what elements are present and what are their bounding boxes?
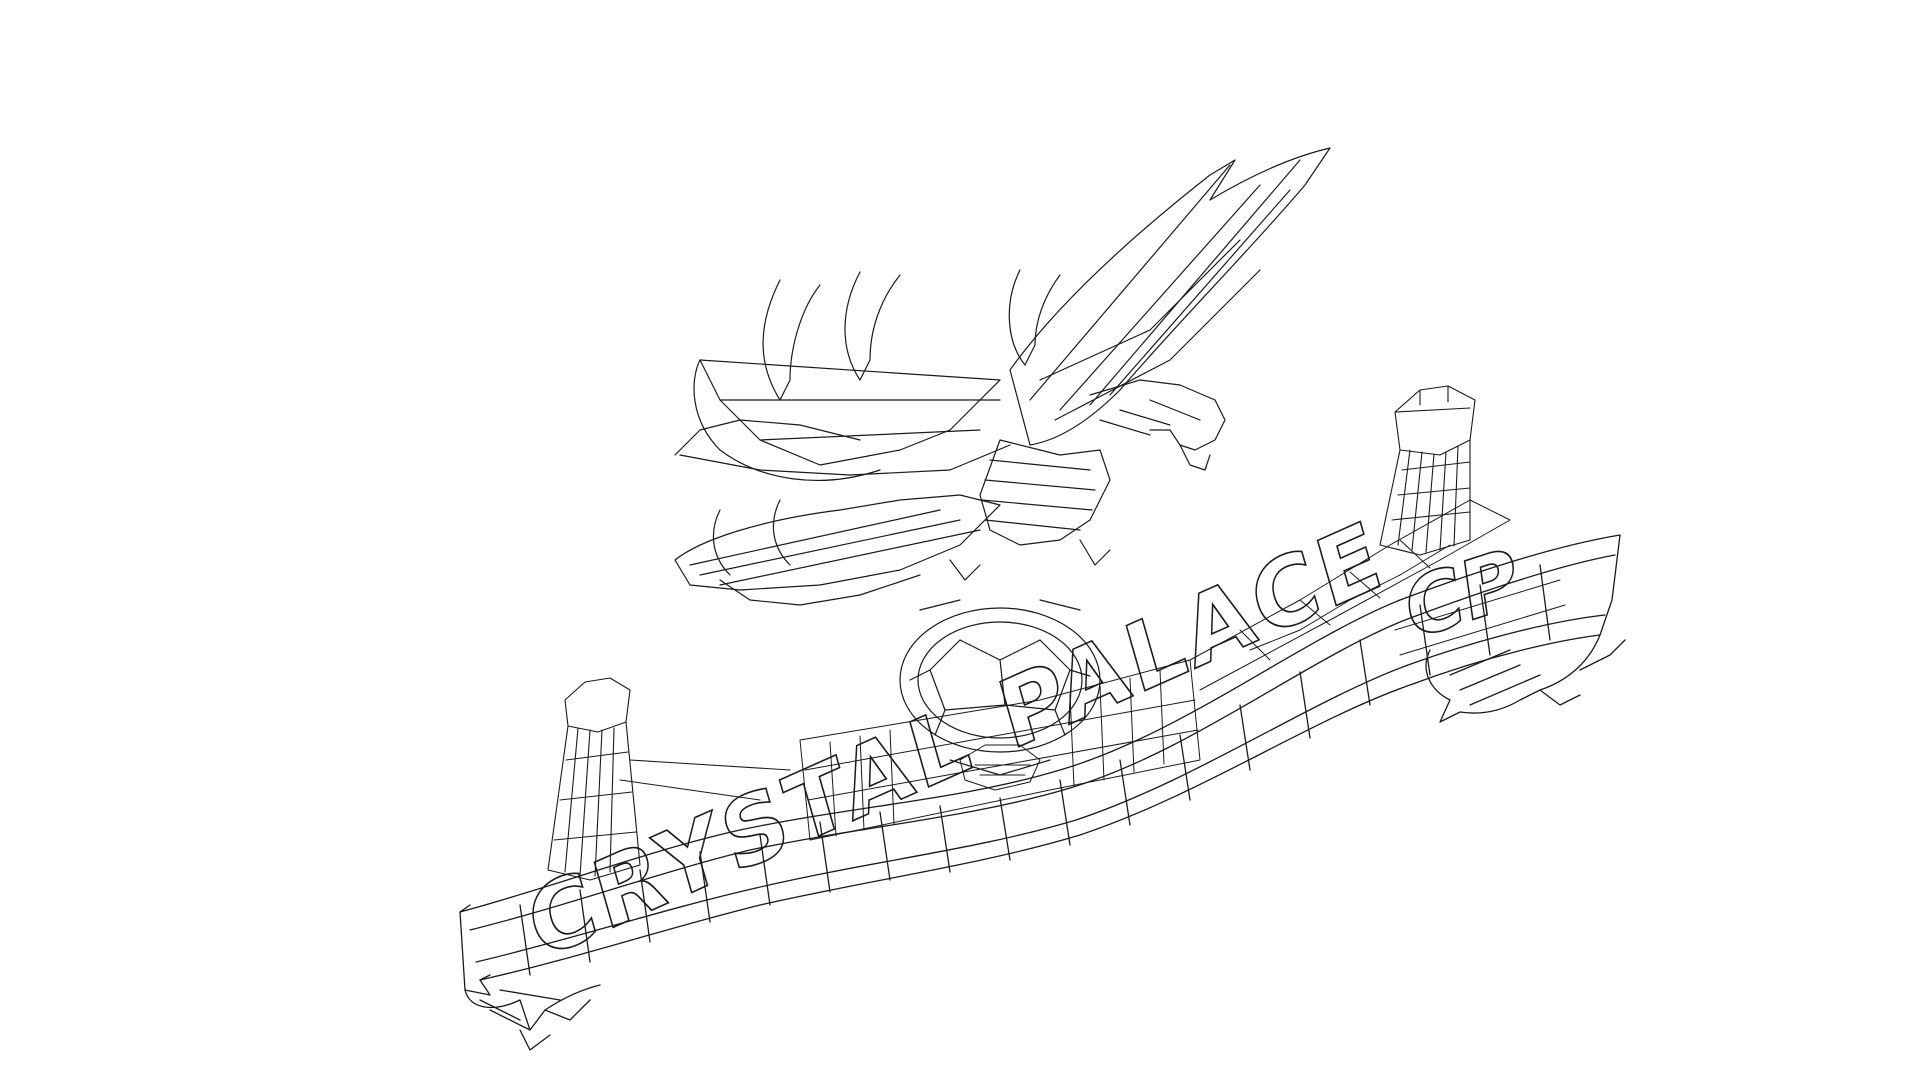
banner-text: CRYSTAL PALACE (516, 499, 1395, 982)
eagle-icon (674, 147, 1331, 606)
monogram-text: CP (1400, 530, 1525, 660)
banner-lettering: CRYSTAL PALACE (515, 498, 1396, 982)
monogram-emblem: CP (1394, 529, 1566, 661)
right-tower-icon (1379, 385, 1476, 556)
banner-scroll-icon (459, 534, 1626, 1051)
left-tower-icon (547, 677, 641, 881)
ball-base-emblem-icon (959, 744, 1041, 791)
ribbon-back-icon (1189, 499, 1511, 691)
